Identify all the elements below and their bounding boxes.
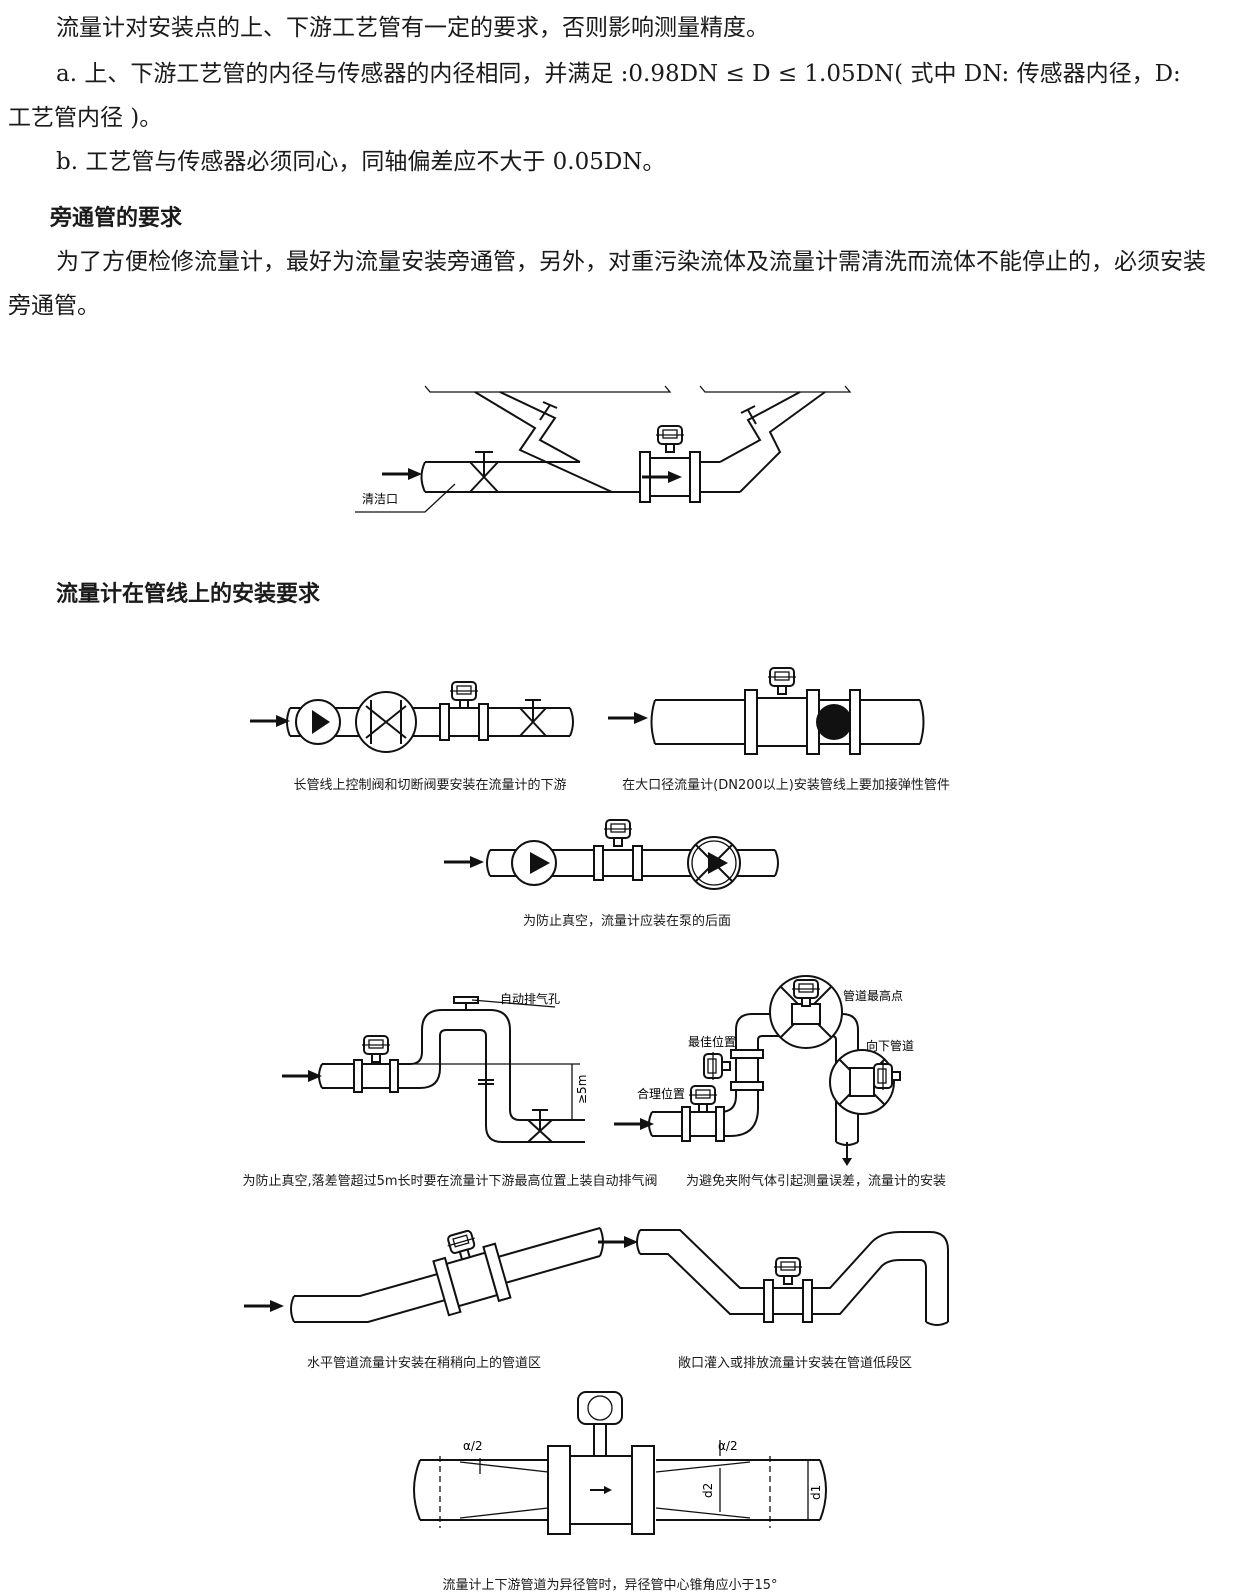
label-d2: d2	[701, 1483, 715, 1498]
label-best-position: 最佳位置	[688, 1034, 736, 1049]
diagram-bypass: 清洁口	[355, 385, 852, 513]
label-ok-position: 合理位置	[637, 1086, 685, 1101]
caption-valves-downstream: 长管线上控制阀和切断阀要安装在流量计的下游	[293, 778, 567, 793]
caption-after-pump: 为防止真空，流量计应装在泵的后面	[522, 914, 732, 929]
caption-avoid-gas: 为避免夹附气体引起测量误差，流量计的安装	[685, 1174, 947, 1189]
heading-bypass: 旁通管的要求	[50, 206, 183, 231]
paragraph-requirement-b: b. 工艺管与传感器必须同心，同轴偏差应不大于 0.05DN。	[56, 149, 666, 175]
label-pipe-top: 管道最高点	[843, 988, 903, 1003]
diagram-avoid-gas: 管道最高点 最佳位置 向下管道 合理位置	[612, 975, 914, 1166]
diagram-reducer-angle: α/2 α/2 d1 d2	[413, 1391, 827, 1535]
caption-upward-slope: 水平管道流量计安装在稍稍向上的管道区	[306, 1356, 542, 1371]
label-half-angle-left: α/2	[463, 1439, 483, 1453]
label-auto-vent: 自动排气孔	[500, 991, 560, 1006]
label-five-m: ≥5m	[575, 1075, 589, 1104]
paragraph-bypass: 为了方便检修流量计，最好为流量安装旁通管，另外，对重污染流体及流量计需清洗而流体…	[8, 249, 1206, 319]
label-clean-port: 清洁口	[362, 492, 398, 506]
diagram-auto-vent: 自动排气孔 ≥5m	[280, 991, 589, 1143]
caption-auto-vent: 为防止真空,落差管超过5m长时要在流量计下游最高位置上装自动排气阀	[242, 1174, 658, 1189]
caption-elastic-fitting: 在大口径流量计(DN200以上)安装管线上要加接弹性管件	[622, 778, 950, 793]
diagram-elastic-fitting	[606, 667, 925, 755]
diagram-valves-downstream	[248, 681, 574, 753]
diagram-after-pump	[442, 819, 779, 890]
heading-install-requirements: 流量计在管线上的安装要求	[56, 582, 321, 607]
paragraph-requirement-a: a. 上、下游工艺管的内径与传感器的内径相同，并满足 :0.98DN ≤ D ≤…	[8, 61, 1181, 131]
diagram-upward-slope	[242, 1227, 604, 1323]
label-d1: d1	[809, 1485, 823, 1500]
label-half-angle-right: α/2	[718, 1439, 738, 1453]
caption-low-section: 敞口灌入或排放流量计安装在管道低段区	[677, 1356, 913, 1371]
label-downward-pipe: 向下管道	[866, 1038, 914, 1053]
paragraph-upstream-downstream: 流量计对安装点的上、下游工艺管有一定的要求，否则影响测量精度。	[56, 15, 769, 41]
diagram-low-section	[596, 1229, 949, 1326]
